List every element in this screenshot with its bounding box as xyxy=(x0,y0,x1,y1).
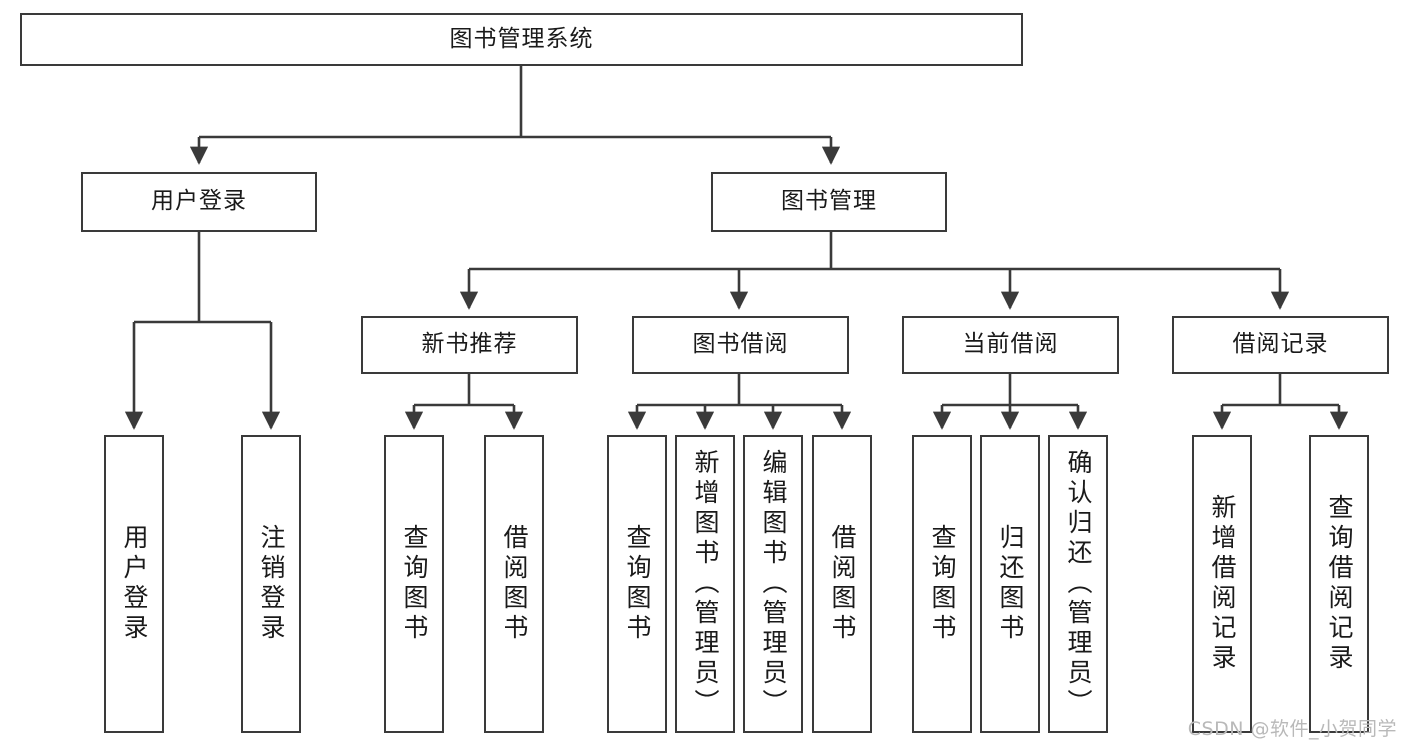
leaf-label: 归还图书 xyxy=(996,524,1025,644)
leaf-current-return-book[interactable]: 归还图书 xyxy=(980,435,1040,733)
leaf-label: 新增图书（管理员） xyxy=(691,449,720,719)
leaf-label: 查询借阅记录 xyxy=(1325,494,1354,674)
node-user-login-label: 用户登录 xyxy=(151,188,247,215)
leaf-label: 新增借阅记录 xyxy=(1208,494,1237,674)
leaf-label: 用户登录 xyxy=(120,524,149,644)
node-book-borrow[interactable]: 图书借阅 xyxy=(632,316,849,374)
node-book-management-label: 图书管理 xyxy=(781,188,877,215)
leaf-new-book-borrow[interactable]: 借阅图书 xyxy=(484,435,544,733)
leaf-user-login-signout[interactable]: 注销登录 xyxy=(241,435,301,733)
leaf-new-book-query[interactable]: 查询图书 xyxy=(384,435,444,733)
node-new-book-recommend[interactable]: 新书推荐 xyxy=(361,316,578,374)
leaf-borrow-query-book[interactable]: 查询图书 xyxy=(607,435,667,733)
node-book-borrow-label: 图书借阅 xyxy=(692,331,789,358)
leaf-borrow-add-book-admin[interactable]: 新增图书（管理员） xyxy=(675,435,735,733)
node-root-label: 图书管理系统 xyxy=(449,25,594,52)
node-borrow-records[interactable]: 借阅记录 xyxy=(1172,316,1389,374)
leaf-label: 查询图书 xyxy=(400,524,429,644)
leaf-label: 查询图书 xyxy=(623,524,652,644)
node-borrow-records-label: 借阅记录 xyxy=(1232,331,1329,358)
leaf-label: 查询图书 xyxy=(928,524,957,644)
leaf-label: 借阅图书 xyxy=(828,524,857,644)
node-current-borrow[interactable]: 当前借阅 xyxy=(902,316,1119,374)
leaf-current-confirm-return-admin[interactable]: 确认归还（管理员） xyxy=(1048,435,1108,733)
leaf-user-login-signin[interactable]: 用户登录 xyxy=(104,435,164,733)
leaf-label: 编辑图书（管理员） xyxy=(759,449,788,719)
leaf-current-query-book[interactable]: 查询图书 xyxy=(912,435,972,733)
leaf-label: 借阅图书 xyxy=(500,524,529,644)
node-book-management[interactable]: 图书管理 xyxy=(711,172,947,232)
node-user-login[interactable]: 用户登录 xyxy=(81,172,317,232)
node-current-borrow-label: 当前借阅 xyxy=(962,331,1059,358)
leaf-records-query-record[interactable]: 查询借阅记录 xyxy=(1309,435,1369,733)
leaf-label: 确认归还（管理员） xyxy=(1064,449,1093,719)
leaf-records-add-record[interactable]: 新增借阅记录 xyxy=(1192,435,1252,733)
leaf-label: 注销登录 xyxy=(257,524,286,644)
leaf-borrow-borrow-book[interactable]: 借阅图书 xyxy=(812,435,872,733)
leaf-borrow-edit-book-admin[interactable]: 编辑图书（管理员） xyxy=(743,435,803,733)
node-new-book-recommend-label: 新书推荐 xyxy=(421,331,518,358)
node-root[interactable]: 图书管理系统 xyxy=(20,13,1023,66)
